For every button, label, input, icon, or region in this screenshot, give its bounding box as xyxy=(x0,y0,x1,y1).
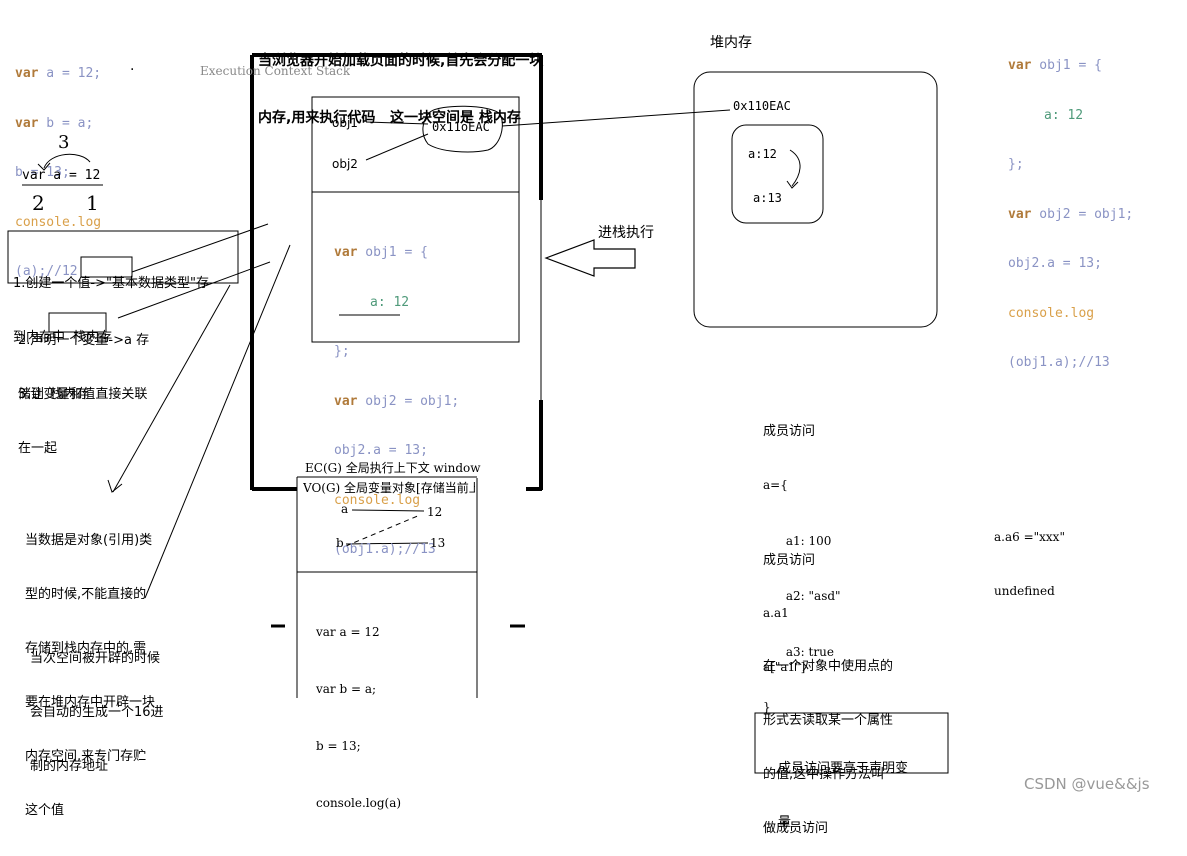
ecg-b-dashed-link xyxy=(345,514,421,547)
sketch-n1: 1 xyxy=(86,191,99,215)
ecs-label: Execution Context Stack xyxy=(200,64,351,77)
ecg-vo: VO(G) 全局变量对象[存储当前上 xyxy=(303,481,475,495)
a6-note: a.a6 ="xxx" undefined xyxy=(994,530,1065,598)
step2-stackbox xyxy=(48,312,107,333)
ecg-title: EC(G) 全局执行上下文 window xyxy=(305,461,481,475)
sketch-n2: 2 xyxy=(32,191,45,215)
step3-text: 3.让变量和值直接关联 在一起 xyxy=(18,387,148,456)
ecg-b-link xyxy=(345,542,429,545)
stack-var-obj2: obj2 xyxy=(332,157,358,171)
stack-to-heap-link xyxy=(501,109,731,127)
sketch-expr: var a = 12 xyxy=(22,168,101,183)
header-line2: 内存,用来执行代码 这一块空间是 栈内存 xyxy=(258,110,521,126)
stack-box xyxy=(311,96,520,343)
member2-code: a.a1 a["a1"] xyxy=(763,606,806,674)
ecg-var-a: a xyxy=(341,502,349,516)
heap-a13: a:13 xyxy=(753,191,782,205)
ecg-val-13: 13 xyxy=(430,536,446,550)
step1-stack-label: 栈内存 xyxy=(73,330,113,345)
ecg-a-link xyxy=(351,509,425,512)
member1-code: a={ a1: 100 a2: "asd" a3: true } xyxy=(763,478,841,714)
heap-box xyxy=(693,71,938,328)
member-priority-note: 成员访问要高于声明变 量 xyxy=(778,761,909,830)
step1-frame xyxy=(7,230,239,284)
stack-addr: 0x11oEAC xyxy=(432,120,490,134)
obj1-link xyxy=(365,121,429,125)
note-address: 当次空间被开辟的时候 会自动的生成一个16进 制的内存地址 xyxy=(30,651,164,774)
ecg-var-b: b xyxy=(336,536,344,550)
var-arc xyxy=(43,153,91,169)
step1-stackbox xyxy=(80,256,133,278)
member-box-frame xyxy=(754,712,949,774)
member2-title: 成员访问 xyxy=(763,553,816,568)
step2-stack-label: 栈内存 xyxy=(50,387,90,402)
step1-text: 1.创建一个值->"基本数据类型"存 到内存中 栈内存 xyxy=(13,276,209,345)
heap-a12: a:12 xyxy=(748,147,777,161)
heap-curve xyxy=(789,149,801,187)
code-stack: var obj1 = { a: 12 }; var obj2 = obj1; o… xyxy=(334,245,460,557)
push-label: 进栈执行 xyxy=(598,225,654,241)
code-right: var obj1 = { a: 12 }; var obj2 = obj1; o… xyxy=(1008,58,1134,370)
step2-text: 2.声明一个变量->a 存 储到 栈内存 xyxy=(18,333,150,402)
dot-mark: · xyxy=(130,62,135,78)
watermark: CSDN @vue&&js xyxy=(1024,775,1150,793)
heap-object-box xyxy=(731,124,824,224)
stack-addr-ellipse xyxy=(422,105,503,153)
sketch-n3: 3 xyxy=(58,132,70,153)
heap-curve-head xyxy=(786,180,799,189)
ref-note-pointer-head xyxy=(107,479,123,493)
heap-title: 堆内存 xyxy=(710,35,752,51)
obj2-link xyxy=(365,133,429,161)
push-arrow xyxy=(544,239,636,277)
code-left: var a = 12; var b = a; b = 13; console.l… xyxy=(15,66,102,279)
addr-note-pointer xyxy=(144,244,291,599)
ecg-val-12: 12 xyxy=(427,505,443,519)
step2-pointer xyxy=(117,261,271,319)
member-desc: 在一个对象中使用点的 形式去读取某一个属性 的值,这中操作方法叫 做成员访问 xyxy=(763,659,894,836)
stack-var-obj1: obj1 xyxy=(332,116,358,130)
var-arc-head xyxy=(37,162,51,171)
header-title: 当浏览器开始加载页面的时候,首先会分配一块 内存,用来执行代码 这一块空间是 栈… xyxy=(258,14,543,147)
member1-title: 成员访问 xyxy=(763,424,816,439)
ref-note-pointer xyxy=(112,284,231,493)
ecg-code: var a = 12 var b = a; b = 13; console.lo… xyxy=(316,625,402,810)
header-line1: 当浏览器开始加载页面的时候,首先会分配一块 xyxy=(258,53,544,69)
diagram-lines xyxy=(7,53,949,774)
step1-pointer xyxy=(131,223,269,273)
heap-addr: 0x110EAC xyxy=(733,99,791,113)
note-reference: 当数据是对象(引用)类 型的时候,不能直接的 存储到栈内存中的,需 要在堆内存中… xyxy=(25,533,156,818)
